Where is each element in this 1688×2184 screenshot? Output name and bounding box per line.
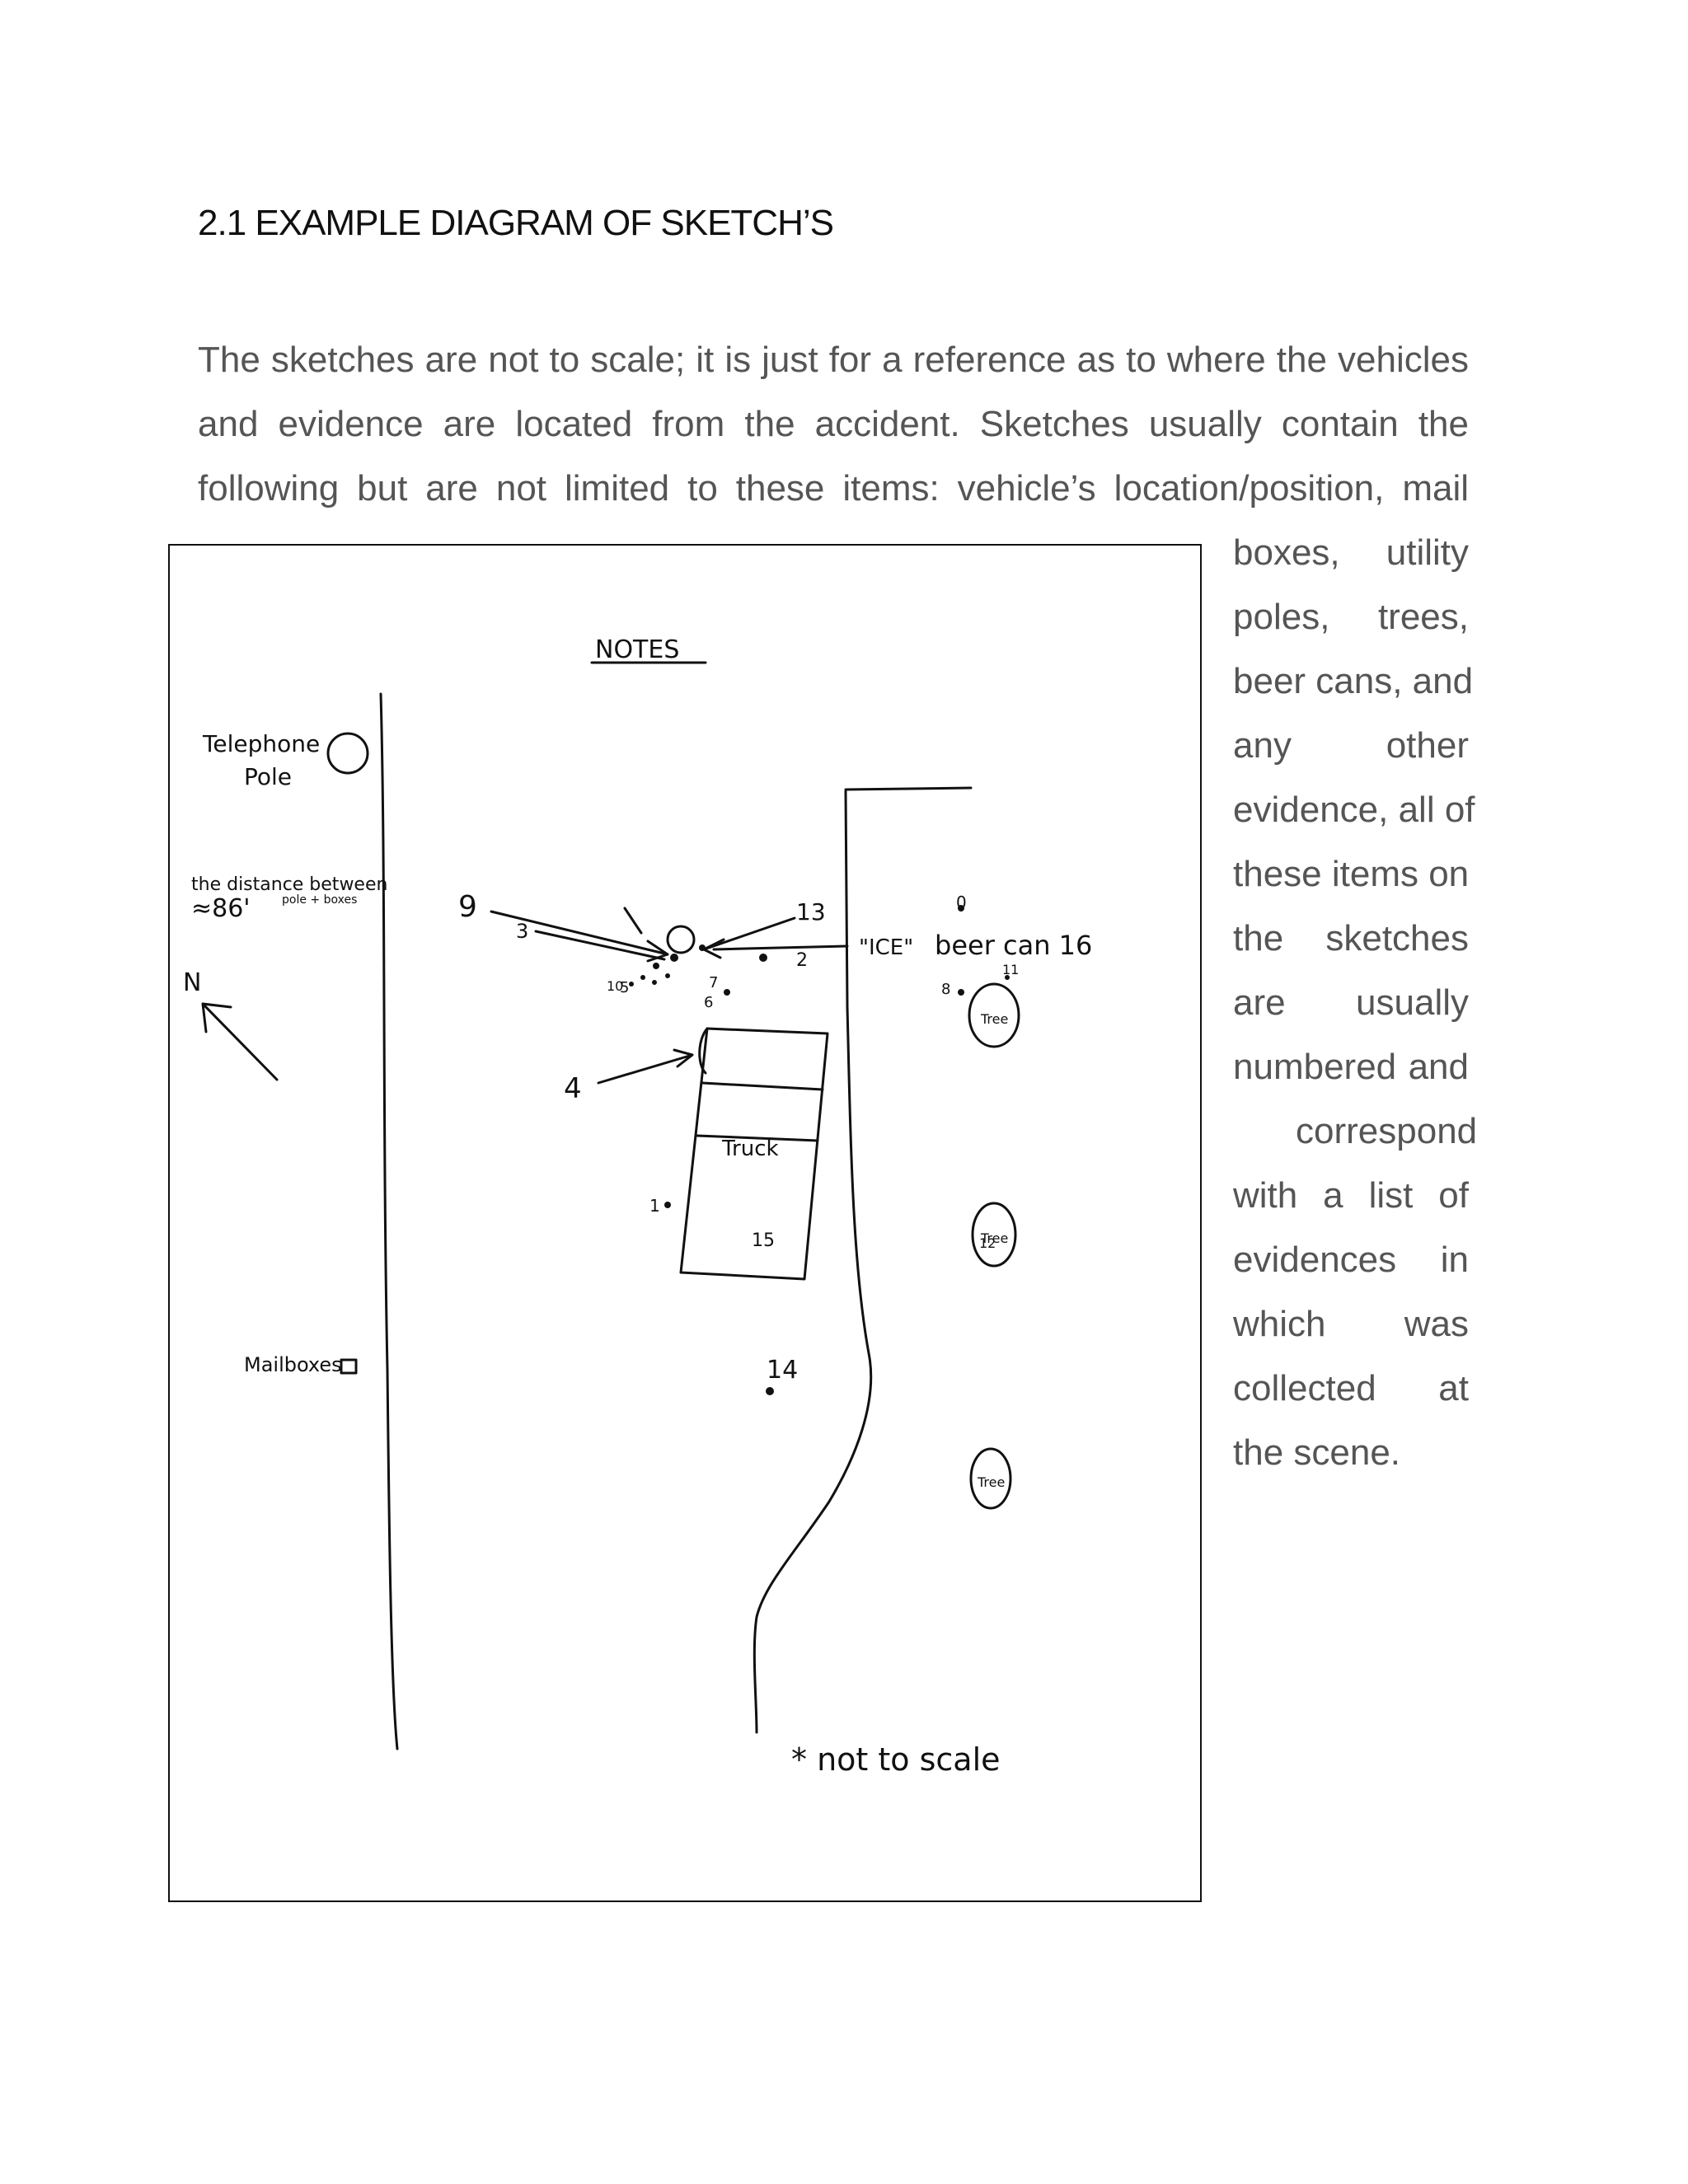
wrap-line: are usually	[1233, 971, 1469, 1035]
distance-note-line1: the distance between	[191, 874, 387, 895]
evidence-number-15: 15	[752, 1230, 775, 1251]
arrow-4	[598, 1050, 692, 1083]
tree-label: Tree	[980, 1011, 1008, 1027]
north-arrow	[203, 1004, 277, 1080]
impact-mark	[625, 908, 641, 933]
wrap-line: collected at	[1233, 1357, 1469, 1421]
accident-sketch: NOTES Telephone Pole the distance betwee…	[170, 546, 1200, 1900]
evidence-number-1: 1	[649, 1196, 660, 1216]
evidence-number-6: 6	[704, 994, 713, 1011]
tree-label: Tree	[980, 1230, 1008, 1246]
road-edge-right	[754, 791, 870, 1732]
evidence-number-14: 14	[767, 1356, 798, 1385]
beer-can-label: beer can 16	[935, 930, 1092, 961]
wrap-line: any other	[1233, 714, 1469, 778]
wrap-line: the scene.	[1233, 1421, 1469, 1485]
ice-label: "ICE"	[859, 935, 913, 960]
road-edge-left	[381, 694, 397, 1749]
wrap-line: evidence, all of	[1233, 778, 1469, 842]
evidence-number-9: 9	[458, 890, 477, 924]
wrap-line: these items on	[1233, 842, 1469, 907]
telephone-label: Telephone	[202, 730, 320, 757]
evidence-number-8: 8	[941, 981, 950, 998]
evidence-number-3: 3	[516, 920, 528, 943]
wrap-line: poles, trees,	[1233, 585, 1469, 649]
evidence-number-4: 4	[564, 1072, 582, 1105]
wrap-line: numbered and	[1233, 1035, 1469, 1099]
evidence-number-10: 10	[607, 978, 623, 994]
paragraph-line: The sketches are not to scale; it is jus…	[198, 328, 1469, 392]
wrap-line: the sketches	[1233, 907, 1469, 971]
section-heading: 2.1 EXAMPLE DIAGRAM OF SKETCH’S	[198, 203, 833, 244]
tree-label: Tree	[977, 1474, 1005, 1490]
arrow-3	[536, 931, 664, 959]
wrap-line: which was	[1233, 1292, 1469, 1357]
wrap-line: correspond	[1233, 1099, 1469, 1164]
arrow-13	[704, 918, 795, 958]
road-edge-top-stub	[846, 788, 971, 790]
paragraph-line: following but are not limited to these i…	[198, 457, 1469, 521]
evidence-number-0: 0	[956, 893, 967, 912]
wrapped-paragraph: boxes, utility poles, trees, beer cans, …	[1233, 521, 1469, 1485]
evidence-number-11: 11	[1002, 962, 1019, 977]
wrap-line: evidences in	[1233, 1228, 1469, 1292]
telephone-pole-symbol	[328, 733, 368, 773]
mailboxes-label: Mailboxes	[244, 1353, 342, 1376]
wrap-line: beer cans, and	[1233, 649, 1469, 714]
evidence-number-13: 13	[796, 898, 826, 926]
distance-note-value: ≈86'	[191, 894, 251, 923]
mailbox-symbol	[341, 1360, 356, 1373]
not-to-scale-note: * not to scale	[791, 1741, 1001, 1778]
evidence-number-7: 7	[709, 974, 718, 991]
evidence-number-2: 2	[796, 950, 808, 971]
impact-object	[668, 926, 694, 953]
wrap-line: with a list of	[1233, 1164, 1469, 1228]
north-label: N	[183, 968, 201, 997]
paragraph-line: and evidence are located from the accide…	[198, 392, 1469, 457]
notes-label: NOTES	[595, 635, 679, 664]
accident-sketch-figure: NOTES Telephone Pole the distance betwee…	[168, 544, 1202, 1902]
pole-label: Pole	[244, 763, 292, 790]
distance-note-line2: pole + boxes	[282, 893, 357, 907]
evidence-dots	[629, 905, 1010, 1395]
arrow-ice	[714, 946, 847, 949]
wrap-line: boxes, utility	[1233, 521, 1469, 585]
intro-paragraph: The sketches are not to scale; it is jus…	[198, 328, 1469, 521]
truck-label: Truck	[721, 1137, 779, 1161]
